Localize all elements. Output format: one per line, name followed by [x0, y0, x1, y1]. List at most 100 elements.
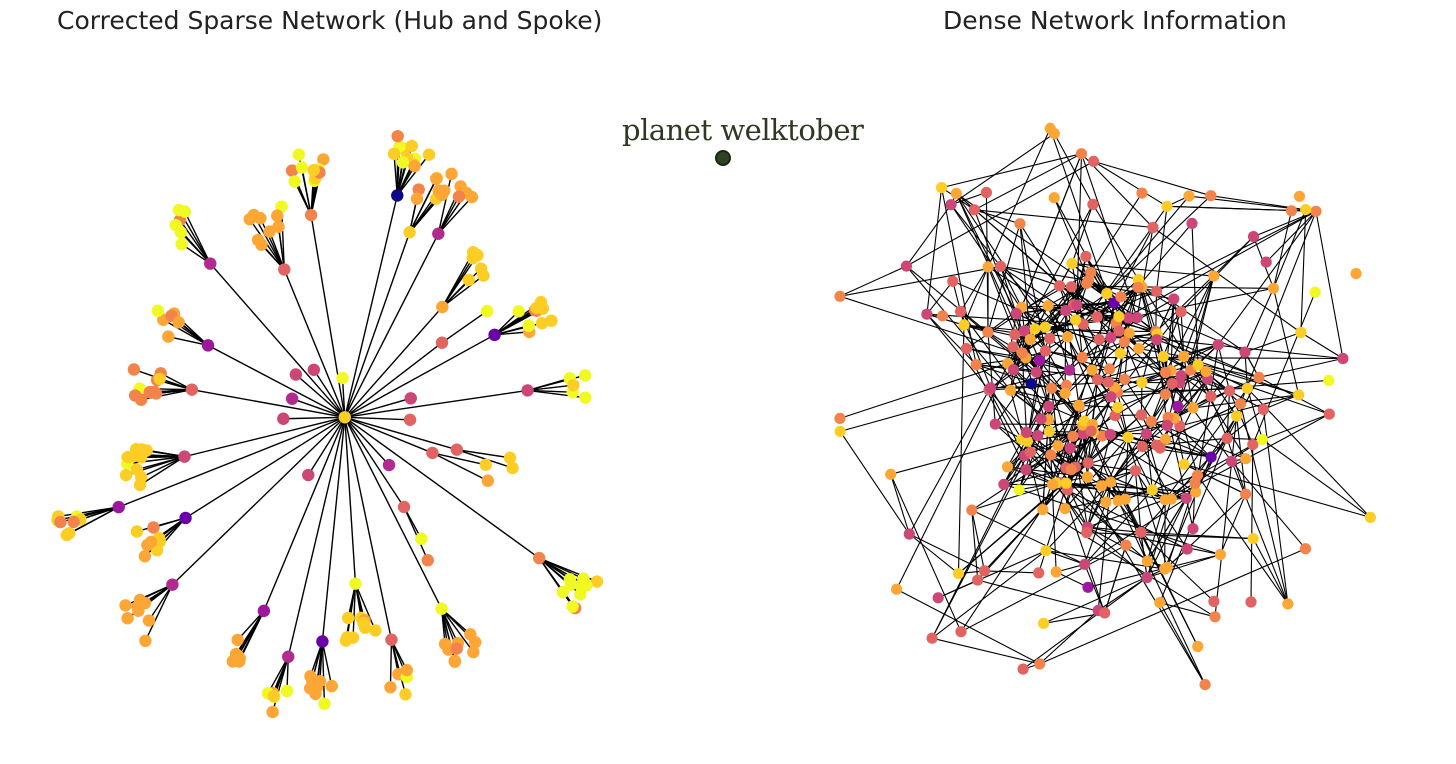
- dense-node: [1240, 453, 1252, 465]
- dense-node: [1080, 250, 1092, 263]
- dense-edge: [931, 637, 1040, 665]
- dense-edge: [1022, 577, 1148, 670]
- dense-node: [1140, 428, 1152, 440]
- leaf-node: [172, 316, 185, 329]
- dense-edge: [1000, 265, 1089, 281]
- leaf-node: [142, 614, 156, 627]
- dense-node: [1065, 281, 1078, 293]
- dense-node: [1079, 558, 1091, 570]
- dense-edge: [1183, 275, 1215, 357]
- dense-edge: [1165, 403, 1241, 440]
- dense-edge: [1140, 531, 1254, 540]
- leaf-node: [247, 208, 260, 222]
- dense-edge: [1065, 192, 1143, 311]
- dense-node: [1119, 493, 1131, 505]
- dense-edge: [1086, 431, 1092, 478]
- sparse-edges: [57, 136, 598, 713]
- dense-node: [955, 305, 967, 318]
- dense-edge: [1140, 532, 1148, 578]
- dense-node: [1087, 198, 1099, 210]
- branch-node: [435, 336, 449, 349]
- branch-node: [436, 300, 449, 314]
- leaf-edge: [437, 196, 460, 235]
- leaf-node: [285, 164, 299, 177]
- dense-node: [1082, 581, 1094, 593]
- leaf-node: [530, 301, 543, 315]
- dense-node: [1208, 270, 1220, 282]
- dense-edge: [1159, 602, 1216, 618]
- dense-node: [1161, 419, 1173, 432]
- dense-node: [1165, 493, 1177, 505]
- dense-node: [1062, 331, 1074, 343]
- dense-node: [1186, 217, 1198, 229]
- hub-spoke-edge: [209, 263, 346, 418]
- dense-edge: [1035, 336, 1069, 373]
- branch-node: [257, 604, 271, 618]
- dense-node: [1122, 312, 1134, 324]
- dense-node: [900, 260, 912, 272]
- dense-node: [1047, 479, 1059, 491]
- dense-edge: [1262, 439, 1371, 518]
- dense-node: [1147, 221, 1159, 234]
- dense-edge: [1135, 470, 1187, 499]
- dense-node: [1157, 350, 1169, 363]
- branch-node: [426, 446, 439, 460]
- dense-node: [1060, 477, 1072, 489]
- leaf-node: [405, 139, 419, 153]
- dense-edge: [988, 389, 1127, 546]
- dense-edge: [1069, 447, 1126, 500]
- dense-edge: [1080, 153, 1138, 318]
- dense-node: [1052, 440, 1064, 452]
- sparse-nodes: [51, 129, 604, 719]
- leaf-edge: [441, 275, 484, 308]
- dense-edge: [1226, 390, 1231, 439]
- dense-node: [1029, 323, 1041, 335]
- dense-edge: [839, 265, 907, 297]
- leaf-node: [144, 535, 158, 549]
- leaf-node: [445, 167, 458, 181]
- dense-node: [1048, 192, 1060, 204]
- dense-node: [1168, 293, 1180, 305]
- leaf-node: [464, 628, 477, 641]
- branch-node: [307, 363, 320, 376]
- leaf-edge: [148, 584, 173, 621]
- watermark-logo-dot: [715, 150, 731, 166]
- dense-edge: [926, 313, 990, 391]
- dense-edge: [1084, 489, 1153, 565]
- dense-edge: [1072, 436, 1088, 528]
- dense-edge: [1114, 415, 1153, 491]
- dense-edge: [1042, 509, 1216, 618]
- hub-spoke-edge: [295, 373, 346, 418]
- dense-edge: [931, 550, 1047, 639]
- leaf-edge: [277, 226, 285, 270]
- dense-node: [1253, 371, 1265, 383]
- dense-edge: [1045, 326, 1343, 360]
- dense-node: [1256, 434, 1268, 446]
- dense-node: [1018, 325, 1031, 337]
- dense-node: [1016, 347, 1028, 359]
- dense-node: [1133, 343, 1145, 355]
- dense-edge: [896, 588, 1040, 665]
- dense-node: [1073, 399, 1085, 411]
- dense-node: [947, 275, 959, 287]
- dense-edge: [1084, 564, 1106, 614]
- dense-node: [982, 261, 994, 273]
- dense-node: [1135, 409, 1147, 421]
- dense-edge: [1272, 210, 1293, 289]
- dense-node: [1239, 346, 1251, 358]
- dense-node: [958, 319, 970, 331]
- dense-node: [932, 592, 944, 604]
- leaf-node: [231, 649, 245, 663]
- leaf-node: [450, 642, 463, 655]
- dense-edge: [906, 265, 1037, 373]
- branch-node: [185, 383, 199, 396]
- dense-edge: [1087, 526, 1148, 578]
- hub-spoke-edge: [307, 416, 346, 476]
- dense-node: [1042, 300, 1054, 312]
- dense-node: [1160, 366, 1172, 379]
- leaf-edge: [136, 455, 185, 471]
- dense-node: [1071, 299, 1083, 311]
- leaf-edge: [409, 178, 437, 233]
- leaf-node: [304, 670, 317, 683]
- dense-node: [1007, 364, 1020, 376]
